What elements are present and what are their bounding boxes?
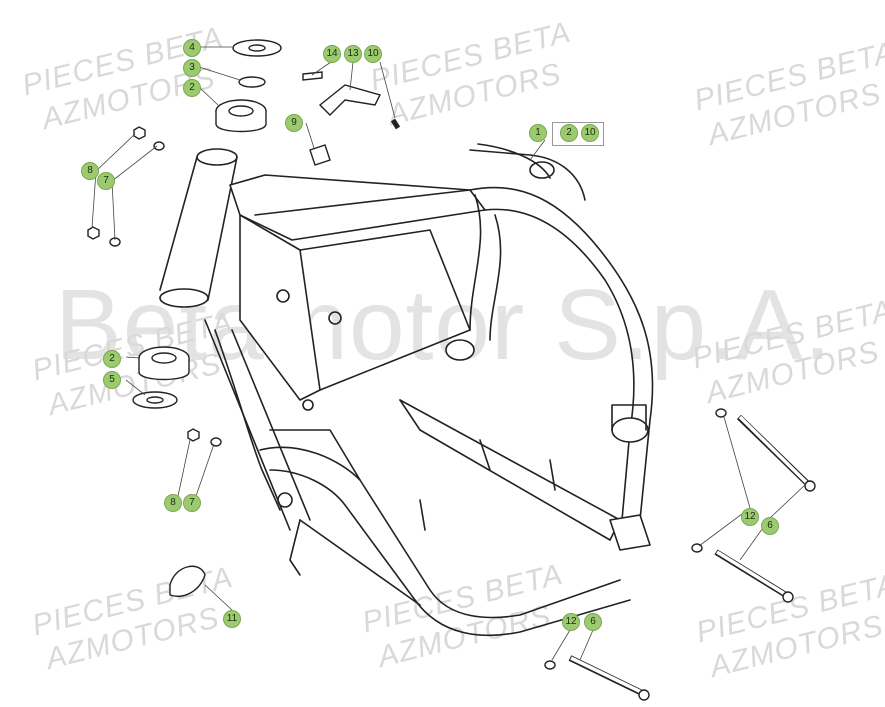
washer [153,141,165,151]
callout-part-7[interactable]: 7 [97,172,115,190]
callout-part-6[interactable]: 6 [584,613,602,631]
callout-part-10[interactable]: 10 [581,124,599,142]
upper-bearing [215,99,267,133]
callout-part-11[interactable]: 11 [223,610,241,628]
callout-part-14[interactable]: 14 [323,45,341,63]
callout-part-3[interactable]: 3 [183,59,201,77]
swingarm-pivot [445,339,651,551]
callout-part-2[interactable]: 2 [103,350,121,368]
bracket [318,84,382,116]
callout-part-7[interactable]: 7 [183,494,201,512]
nut [87,226,100,240]
callout-part-9[interactable]: 9 [285,114,303,132]
callout-part-6[interactable]: 6 [761,517,779,535]
lower-bearing [138,346,190,381]
callout-part-8[interactable]: 8 [164,494,182,512]
callout-part-4[interactable]: 4 [183,39,201,57]
exploded-parts [87,39,816,701]
bolt [302,71,323,81]
leader-lines [91,46,807,661]
nut [187,428,200,442]
seal-ring [238,76,266,88]
callout-part-2[interactable]: 2 [183,79,201,97]
callout-part-1[interactable]: 1 [529,124,547,142]
callout-part-12[interactable]: 12 [741,508,759,526]
callout-part-8[interactable]: 8 [81,162,99,180]
washer [715,408,727,418]
frame-gusset [239,214,556,531]
strap [169,565,206,597]
nut [133,126,146,140]
callout-part-5[interactable]: 5 [103,371,121,389]
clip [309,144,331,166]
washer [210,437,222,447]
callout-part-12[interactable]: 12 [562,613,580,631]
callout-part-13[interactable]: 13 [344,45,362,63]
callout-group-box [552,122,604,146]
steering-head-tube [159,148,238,308]
down-tube [204,319,311,531]
washer [544,660,556,670]
callout-part-10[interactable]: 10 [364,45,382,63]
callout-part-2[interactable]: 2 [560,124,578,142]
lower-cradle [259,399,631,637]
